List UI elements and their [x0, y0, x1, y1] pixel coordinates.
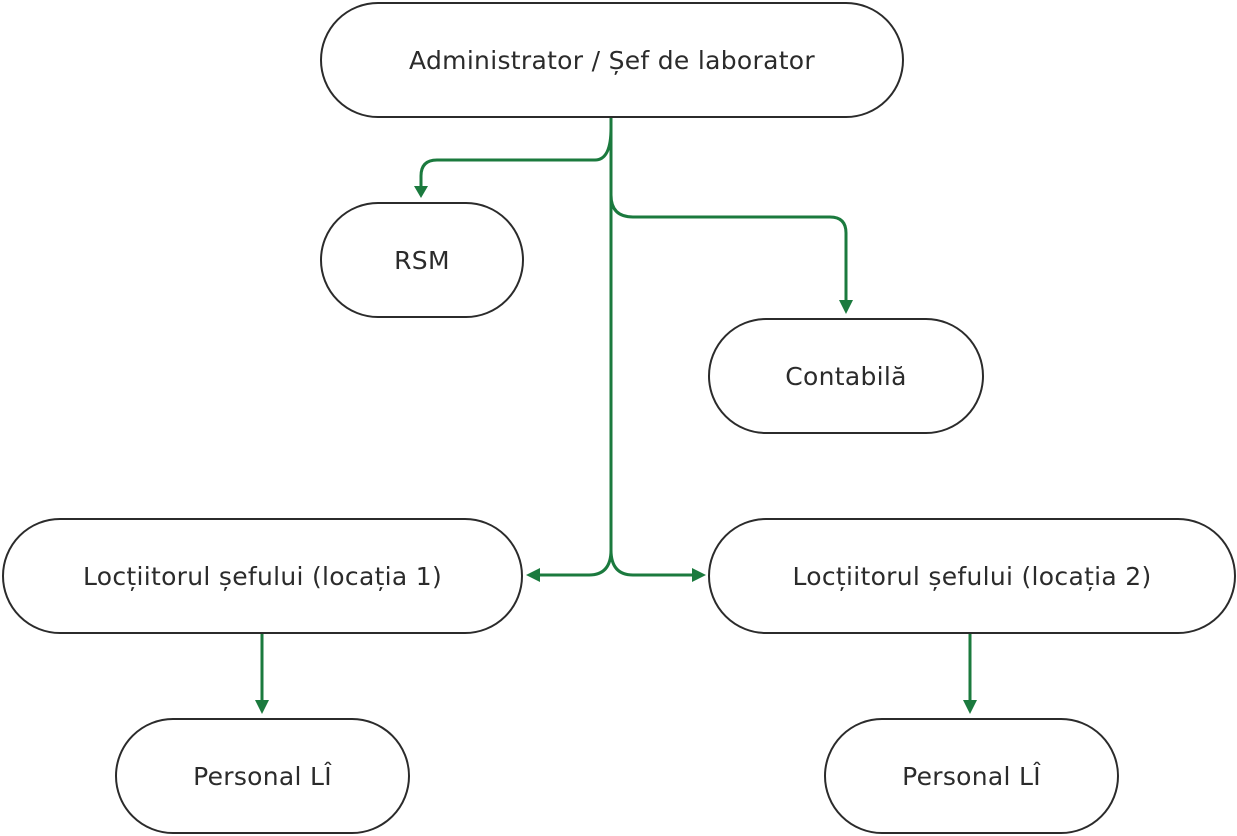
node-label: Contabilă [785, 361, 907, 391]
node-personal1: Personal LÎ [115, 718, 410, 834]
arrowhead-icon [692, 568, 706, 582]
node-label: RSM [394, 245, 450, 275]
node-label: Administrator / Șef de laborator [409, 45, 815, 75]
edge-admin-loc2 [609, 549, 694, 577]
arrowhead-icon [526, 568, 540, 582]
arrowhead-icon [839, 300, 853, 314]
arrowhead-icon [255, 700, 269, 714]
edge-admin-rsm [419, 127, 613, 188]
arrowhead-icon [414, 186, 428, 198]
node-rsm: RSM [320, 202, 524, 318]
node-label: Personal LÎ [902, 761, 1041, 791]
node-label: Locțiitorul șefului (locația 2) [792, 561, 1152, 591]
node-label: Personal LÎ [193, 761, 332, 791]
edge-admin-loc1 [538, 549, 613, 577]
arrowhead-icon [963, 700, 977, 714]
node-loc2: Locțiitorul șefului (locația 2) [708, 518, 1236, 634]
node-admin: Administrator / Șef de laborator [320, 2, 904, 118]
node-personal2: Personal LÎ [824, 718, 1119, 834]
node-contabila: Contabilă [708, 318, 984, 434]
node-label: Locțiitorul șefului (locația 1) [82, 561, 443, 591]
edge-admin-contabila [609, 194, 848, 302]
node-loc1: Locțiitorul șefului (locația 1) [2, 518, 523, 634]
